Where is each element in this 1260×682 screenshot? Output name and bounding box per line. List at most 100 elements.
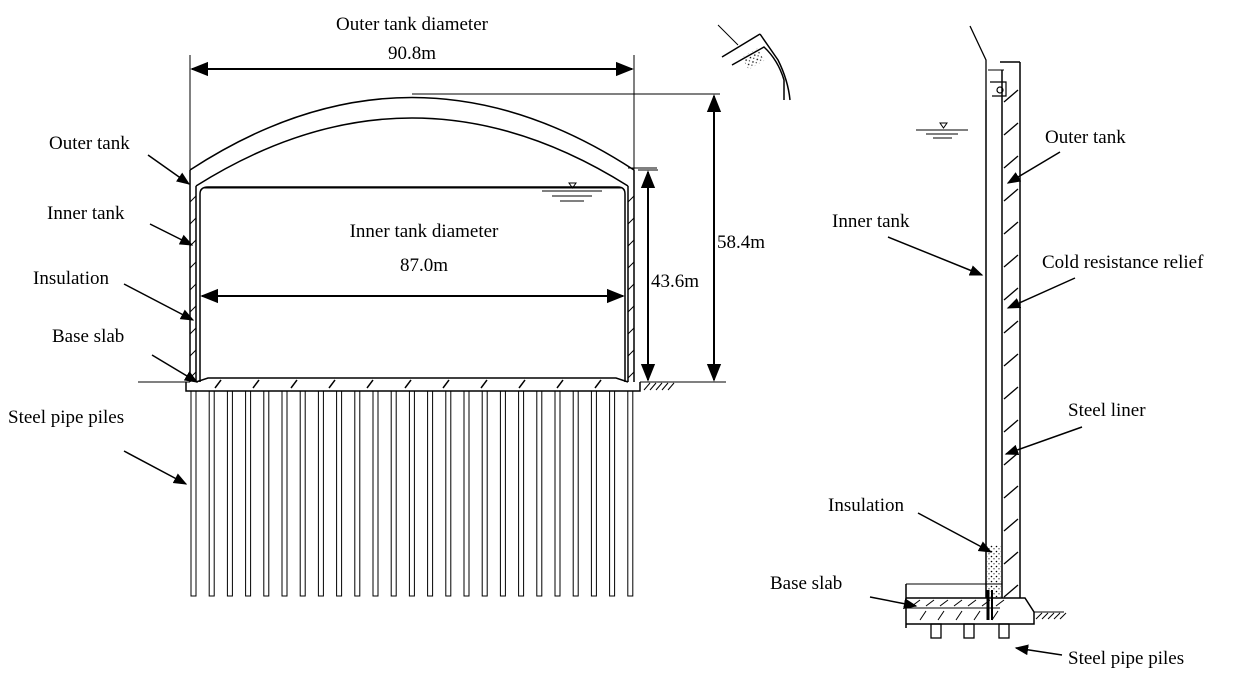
right-label-outer-tank: Outer tank (1045, 127, 1126, 148)
hatch-line (1003, 320, 1019, 334)
inner-diameter-dimension: Inner tank diameter 87.0m (200, 221, 625, 304)
hatch-line (252, 379, 260, 389)
base-slab-hatch (214, 379, 602, 389)
inner-diameter-value: 87.0m (400, 255, 448, 276)
hatch-line (1003, 287, 1019, 301)
steel-pipe-pile (554, 390, 561, 597)
outer-diameter-title: Outer tank diameter (336, 14, 489, 35)
outer-diameter-value: 90.8m (388, 43, 436, 64)
detail-bottom-insulation (987, 545, 1001, 597)
hatch-line (404, 379, 412, 389)
steel-pipe-pile (590, 390, 597, 597)
hatch-line (991, 610, 999, 621)
steel-pipe-pile (627, 390, 634, 597)
hatch-line (627, 239, 635, 247)
steel-pipe-pile (354, 390, 361, 597)
steel-pipe-pile (226, 390, 233, 597)
hatch-line (1053, 612, 1061, 620)
steel-pipe-pile (445, 390, 452, 597)
steel-pipe-pile (245, 390, 252, 597)
steel-pipe-pile (281, 390, 288, 597)
hatch-line (189, 261, 197, 269)
dome-roof (189, 93, 720, 187)
hatch-line (667, 382, 675, 391)
height-dimensions: 43.6m 58.4m (638, 94, 765, 383)
hatch-line (627, 283, 635, 291)
hatch-line (1059, 612, 1067, 620)
hatch-line (1003, 89, 1019, 103)
left-arrow-inner-tank (149, 223, 194, 246)
right-arrow-cold-resistance-relief (1006, 277, 1076, 309)
right-arrow-base-slab (869, 596, 918, 609)
hatch-line (627, 349, 635, 357)
hatch-line (1041, 612, 1049, 620)
steel-pipe-pile (427, 390, 434, 597)
left-arrow-steel-pipe-piles (123, 450, 188, 485)
hatch-line (1003, 254, 1019, 268)
left-arrow-base-slab (151, 354, 199, 383)
hatch-line (518, 379, 526, 389)
hatch-line (1047, 612, 1055, 620)
hatch-line (189, 195, 197, 203)
hatch-line (442, 379, 450, 389)
detail-wall-hatch (1003, 89, 1019, 598)
left-arrow-outer-tank (147, 154, 191, 185)
hatch-line (661, 382, 669, 391)
detail-slab-hatch (911, 599, 1005, 621)
left-arrow-insulation (123, 283, 195, 321)
steel-pipe-pile (481, 390, 488, 597)
left-label-inner-tank: Inner tank (47, 203, 125, 224)
outer-diameter-dimension: Outer tank diameter 90.8m (189, 14, 635, 170)
steel-pipe-pile (263, 390, 270, 597)
hatch-line (1035, 612, 1043, 620)
inner-diameter-title: Inner tank diameter (350, 221, 499, 242)
hatch-line (189, 327, 197, 335)
detail-inner-tank (969, 25, 987, 598)
hatch-line (953, 599, 963, 607)
right-wall-detail: Outer tank Inner tank Cold resistance re… (717, 24, 1204, 669)
steel-pipe-pile (518, 390, 525, 597)
detail-outer-wall (1000, 61, 1021, 598)
steel-pipe-pile (299, 390, 306, 597)
liquid-height-value: 43.6m (651, 271, 699, 292)
right-wall-hatch (627, 195, 635, 379)
hatch-line (627, 327, 635, 335)
steel-pipe-pile (317, 390, 324, 597)
left-label-base-slab: Base slab (52, 326, 124, 347)
hatch-line (189, 305, 197, 313)
steel-pipe-pile (609, 390, 616, 597)
right-arrow-steel-pipe-piles (1014, 644, 1063, 656)
hatch-line (919, 610, 927, 621)
right-arrow-steel-liner (1004, 426, 1083, 456)
hatch-line (1003, 485, 1019, 499)
hatch-line (328, 379, 336, 389)
right-label-steel-pipe-piles: Steel pipe piles (1068, 648, 1184, 669)
left-wall-hatch (189, 195, 197, 379)
hatch-line (649, 382, 657, 391)
hatch-line (189, 349, 197, 357)
steel-pipe-pile (499, 390, 506, 597)
hatch-line (290, 379, 298, 389)
hatch-line (627, 305, 635, 313)
hatch-line (189, 283, 197, 291)
hatch-line (967, 599, 977, 607)
hatch-line (1003, 155, 1019, 169)
hatch-line (366, 379, 374, 389)
steel-pipe-pile (463, 390, 470, 597)
liquid-level-symbol (542, 182, 602, 202)
detail-piles (930, 623, 1010, 639)
inner-tank (199, 186, 626, 382)
steel-pipe-pile (190, 390, 197, 597)
steel-pipe-pile (536, 390, 543, 597)
detail-liquid-level (916, 122, 968, 139)
hatch-line (981, 599, 991, 607)
right-label-base-slab: Base slab (770, 573, 842, 594)
right-arrow-inner-tank (887, 236, 984, 276)
steel-pipe-pile (208, 390, 215, 597)
hatch-line (214, 379, 222, 389)
hatch-line (1003, 452, 1019, 466)
hatch-line (1003, 419, 1019, 433)
total-height-value: 58.4m (717, 232, 765, 253)
left-label-outer-tank: Outer tank (49, 133, 130, 154)
